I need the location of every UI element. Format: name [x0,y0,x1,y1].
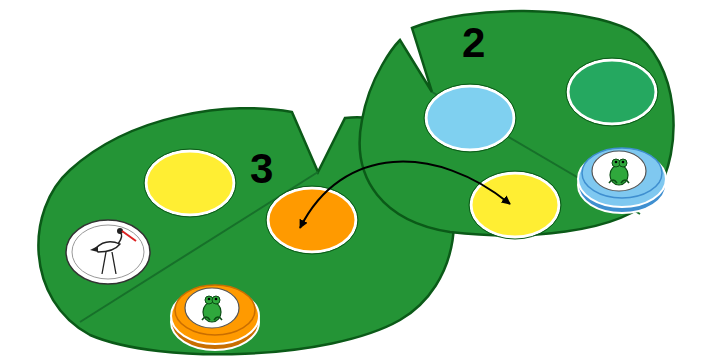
move-arrow [300,162,510,228]
token-stack [171,285,259,350]
green-space [568,60,656,124]
pad-number: 2 [462,22,485,64]
yellow-space [146,151,234,215]
pad-number: 3 [250,148,273,190]
lily-pad: 2 [348,2,682,244]
orange-space [268,188,356,252]
frog-icon [609,159,629,185]
yellow-space [471,173,559,237]
blue-space [426,86,514,150]
lily-pad-shape [348,2,682,244]
frog-icon [202,296,222,322]
token-stack [578,148,666,213]
stork-icon [66,220,150,284]
